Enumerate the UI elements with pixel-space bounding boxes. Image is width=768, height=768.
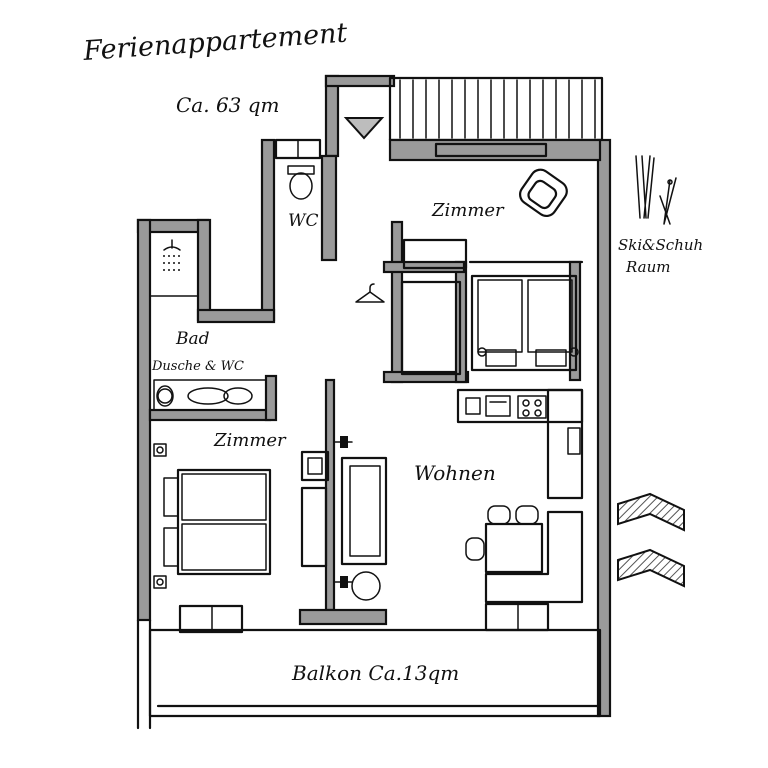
- bed-icon: [470, 274, 579, 372]
- shower-icon: [149, 231, 199, 297]
- wall: [260, 138, 276, 322]
- sofa-icon: [340, 456, 388, 601]
- room-label-zimmer-top: Zimmer: [431, 200, 505, 221]
- window: [434, 142, 548, 158]
- wall: [324, 378, 336, 612]
- room-label-bad-sub: Dusche & WC: [151, 359, 244, 374]
- dining-table-icon: [465, 505, 544, 574]
- wall: [264, 374, 278, 422]
- room-label-ski-2: Raum: [625, 258, 670, 276]
- wall: [324, 74, 340, 158]
- balcony: [148, 628, 602, 718]
- room-label-wc: WC: [288, 211, 318, 231]
- wardrobe: [402, 238, 468, 270]
- sink-icon: [153, 379, 267, 411]
- wall: [382, 370, 470, 384]
- wall: [596, 138, 612, 718]
- entrance-triangle-icon: [343, 117, 385, 140]
- armchair-icon: [518, 168, 568, 218]
- wall: [136, 218, 152, 622]
- room-label-wohnen: Wohnen: [414, 461, 496, 485]
- chevron-arrow-icon: [617, 492, 685, 588]
- wall: [148, 408, 272, 422]
- wall: [196, 308, 276, 324]
- room-label-zimmer-left: Zimmer: [213, 430, 287, 451]
- plan-title: Ferienappartement: [81, 18, 348, 67]
- stair-block: [388, 76, 604, 142]
- ski-icon: [635, 155, 677, 225]
- hanger-icon: [355, 283, 385, 303]
- wall: [324, 74, 396, 88]
- bed-icon: [153, 443, 272, 589]
- wall: [298, 608, 388, 626]
- wall: [196, 218, 212, 322]
- room-label-bad: Bad: [175, 329, 210, 349]
- window: [484, 602, 550, 632]
- bench: [484, 510, 584, 604]
- wall: [390, 220, 404, 384]
- window: [178, 604, 244, 634]
- room-label-ski-1: Ski&Schuh: [618, 236, 703, 254]
- door-icon: [333, 436, 353, 588]
- toilet-icon: [287, 165, 315, 200]
- desk: [400, 280, 462, 376]
- kitchen: [456, 388, 584, 500]
- room-label-balkon: Balkon Ca.13qm: [291, 661, 459, 685]
- wall: [320, 154, 338, 262]
- toilet-icon: [156, 385, 174, 407]
- tv-icon: [300, 450, 330, 568]
- plan-area: Ca. 63 qm: [176, 93, 280, 117]
- stove-icon: [517, 395, 547, 419]
